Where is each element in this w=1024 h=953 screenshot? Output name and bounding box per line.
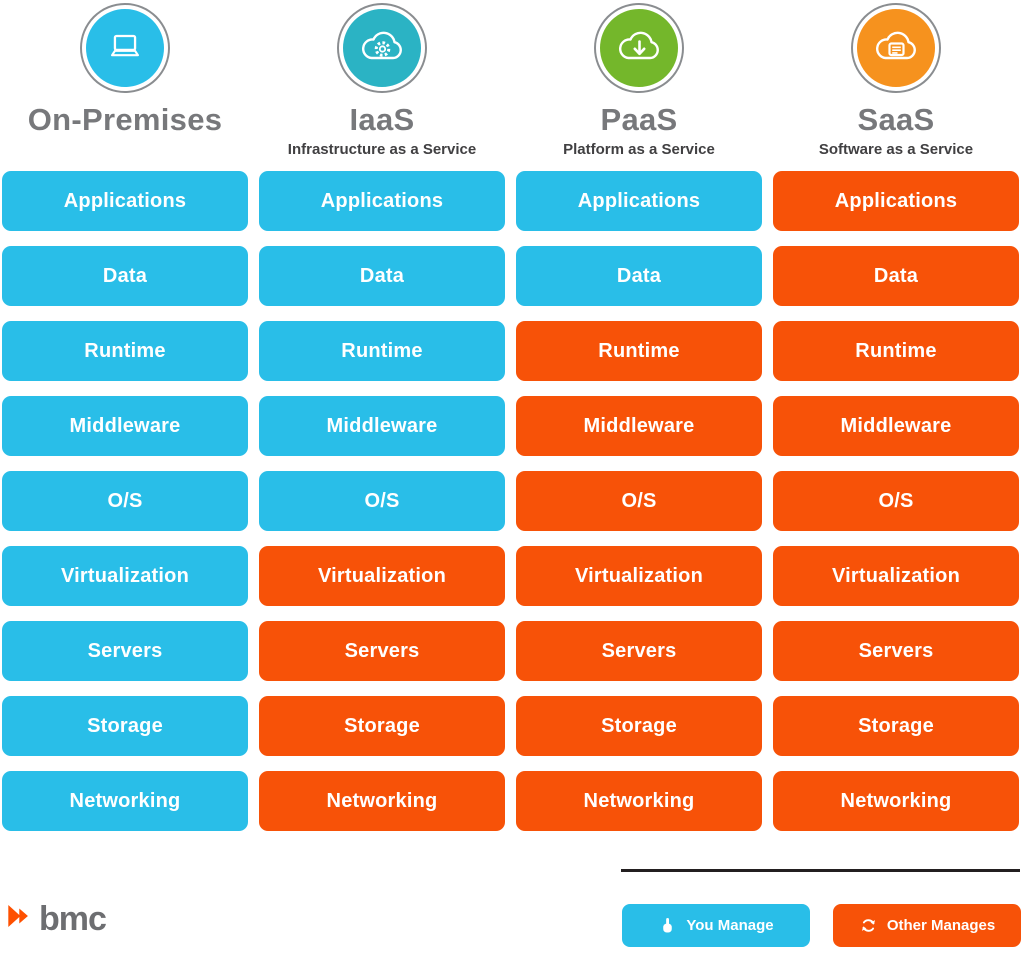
column-title-paas: PaaS xyxy=(600,102,678,137)
layer-paas-middleware: Middleware xyxy=(516,396,762,456)
layer-on-premises-networking: Networking xyxy=(2,771,248,831)
layer-saas-runtime: Runtime xyxy=(773,321,1019,381)
layer-iaas-runtime: Runtime xyxy=(259,321,505,381)
cloud-download-icon xyxy=(596,5,682,91)
legend-divider xyxy=(621,869,1020,872)
layer-saas-servers: Servers xyxy=(773,621,1019,681)
layer-on-premises-applications: Applications xyxy=(2,171,248,231)
layer-saas-middleware: Middleware xyxy=(773,396,1019,456)
layer-iaas-middleware: Middleware xyxy=(259,396,505,456)
layer-iaas-servers: Servers xyxy=(259,621,505,681)
column-title-iaas: IaaS xyxy=(349,102,415,137)
layer-iaas-os: O/S xyxy=(259,471,505,531)
layer-saas-virtualization: Virtualization xyxy=(773,546,1019,606)
column-header-on-premises: On-Premises xyxy=(2,0,248,171)
layer-iaas-networking: Networking xyxy=(259,771,505,831)
column-subtitle-saas: Software as a Service xyxy=(818,141,974,158)
legend-you-manage: You Manage xyxy=(622,904,810,947)
bmc-logo-mark-icon xyxy=(6,901,36,936)
column-title-on-premises: On-Premises xyxy=(27,102,223,137)
layer-paas-storage: Storage xyxy=(516,696,762,756)
layer-saas-applications: Applications xyxy=(773,171,1019,231)
legend-other-manages-label: Other Manages xyxy=(886,917,996,934)
column-subtitle-iaas: Infrastructure as a Service xyxy=(287,141,477,158)
column-header-paas: PaaS Platform as a Service xyxy=(516,0,762,171)
layer-paas-os: O/S xyxy=(516,471,762,531)
layer-on-premises-runtime: Runtime xyxy=(2,321,248,381)
layer-iaas-virtualization: Virtualization xyxy=(259,546,505,606)
layer-iaas-storage: Storage xyxy=(259,696,505,756)
column-subtitle-paas: Platform as a Service xyxy=(563,141,715,158)
layer-on-premises-virtualization: Virtualization xyxy=(2,546,248,606)
layer-paas-runtime: Runtime xyxy=(516,321,762,381)
layer-on-premises-middleware: Middleware xyxy=(2,396,248,456)
refresh-arrows-icon xyxy=(859,916,878,935)
bmc-logo: bmc xyxy=(6,899,107,938)
legend-other-manages: Other Manages xyxy=(833,904,1021,947)
hand-pointer-icon xyxy=(658,916,677,935)
layer-saas-storage: Storage xyxy=(773,696,1019,756)
layer-on-premises-servers: Servers xyxy=(2,621,248,681)
column-title-saas: SaaS xyxy=(857,102,935,137)
layer-paas-servers: Servers xyxy=(516,621,762,681)
layer-paas-applications: Applications xyxy=(516,171,762,231)
layer-on-premises-data: Data xyxy=(2,246,248,306)
layer-on-premises-storage: Storage xyxy=(2,696,248,756)
layer-saas-data: Data xyxy=(773,246,1019,306)
layer-on-premises-os: O/S xyxy=(2,471,248,531)
layer-paas-data: Data xyxy=(516,246,762,306)
column-header-iaas: IaaS Infrastructure as a Service xyxy=(259,0,505,171)
laptop-icon xyxy=(82,5,168,91)
column-header-saas: SaaS Software as a Service xyxy=(773,0,1019,171)
layer-paas-virtualization: Virtualization xyxy=(516,546,762,606)
layer-iaas-data: Data xyxy=(259,246,505,306)
bmc-logo-text: bmc xyxy=(39,899,107,938)
cloud-gear-icon xyxy=(339,5,425,91)
layer-saas-networking: Networking xyxy=(773,771,1019,831)
layer-saas-os: O/S xyxy=(773,471,1019,531)
legend-you-manage-label: You Manage xyxy=(686,917,774,934)
layer-iaas-applications: Applications xyxy=(259,171,505,231)
cloud-app-icon xyxy=(853,5,939,91)
layer-paas-networking: Networking xyxy=(516,771,762,831)
